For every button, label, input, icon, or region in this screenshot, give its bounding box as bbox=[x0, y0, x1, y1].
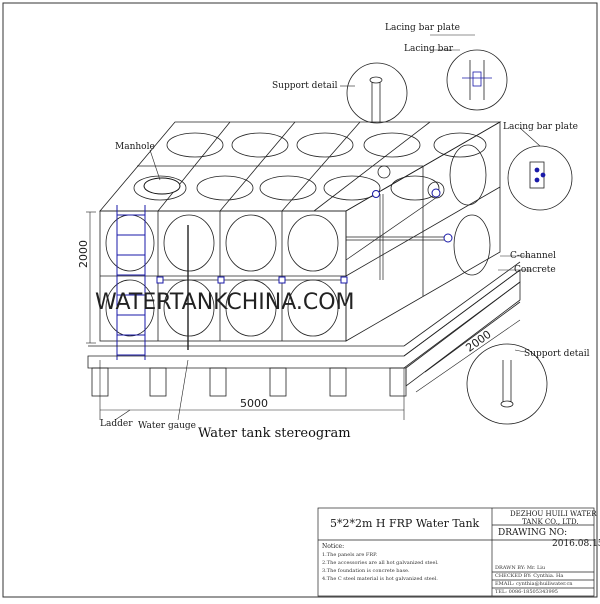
support-detail-top-circle bbox=[346, 62, 408, 124]
label-support-detail-top: Support detail bbox=[272, 81, 338, 91]
side-panels bbox=[449, 144, 491, 276]
note-line: 2.The accessories are all hot galvanized… bbox=[322, 560, 439, 566]
manhole-cover bbox=[143, 177, 181, 195]
lacing-bars bbox=[160, 194, 448, 281]
dimension-height: 2000 bbox=[77, 240, 90, 268]
checked-by: CHECKED BY: Cynthia. Ha bbox=[495, 573, 564, 579]
company-line-1: DEZHOU HUILI WATER bbox=[510, 510, 597, 518]
lacing-plate-detail-circle bbox=[507, 145, 573, 211]
label-lacing-bar-plate-top: Lacing bar plate bbox=[385, 23, 460, 33]
note-line: 1.The panels are FRP. bbox=[322, 552, 378, 558]
dimension-length: 5000 bbox=[240, 397, 268, 410]
label-support-detail-bottom: Support detail bbox=[524, 349, 590, 359]
label-manhole: Manhole bbox=[115, 142, 155, 152]
detail-contents bbox=[369, 60, 546, 408]
note-line: 3.The foundation is concrete base. bbox=[322, 568, 410, 574]
note-line: 4.The C steel material is hot galvanized… bbox=[322, 576, 438, 582]
label-ladder: Ladder bbox=[100, 419, 133, 429]
watermark: WATERTANKCHINA.COM bbox=[95, 290, 355, 315]
drawing-date: 2016.08.15 bbox=[552, 539, 600, 549]
leader-lines bbox=[114, 34, 541, 421]
tank-body bbox=[99, 121, 502, 342]
label-lacing-bar: Lacing bar bbox=[404, 44, 454, 54]
detail-callouts bbox=[346, 49, 573, 425]
concrete-base bbox=[87, 261, 521, 397]
title-block bbox=[317, 507, 595, 597]
title-block-title: 5*2*2m H FRP Water Tank bbox=[330, 517, 480, 530]
drawing-no-label: DRAWING NO: bbox=[498, 528, 568, 538]
dimension-lines bbox=[86, 211, 521, 420]
tank-side-face bbox=[345, 121, 501, 342]
email: EMAIL: cynthia@huiliwater.cn bbox=[495, 581, 573, 587]
lacing-markers bbox=[156, 188, 453, 284]
lacing-bar-detail-circle bbox=[446, 49, 508, 111]
tank-top-face bbox=[99, 121, 502, 212]
ladder bbox=[116, 205, 146, 360]
drawing-caption: Water tank stereogram bbox=[198, 426, 351, 441]
label-water-gauge: Water gauge bbox=[138, 421, 196, 431]
support-detail-bottom-circle bbox=[466, 343, 548, 425]
label-lacing-bar-plate-right: Lacing bar plate bbox=[503, 122, 578, 132]
label-concrete: Concrete bbox=[514, 265, 556, 275]
company-line-2: TANK CO., LTD. bbox=[522, 518, 579, 526]
tel: TEL: 0086-18505343995 bbox=[495, 589, 558, 595]
notice-header: Notice: bbox=[322, 543, 345, 550]
top-domes bbox=[133, 132, 487, 201]
drawn-by: DRAWN BY: Mr. Liu bbox=[495, 565, 546, 571]
label-c-channel: C-channel bbox=[510, 251, 556, 261]
